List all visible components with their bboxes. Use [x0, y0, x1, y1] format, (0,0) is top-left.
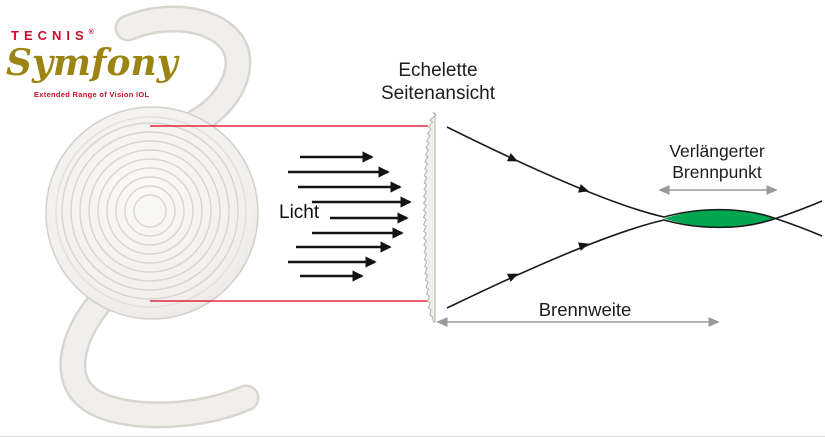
lens-haptic-top — [114, 5, 252, 136]
label-echelette-line1: Echelette — [398, 60, 478, 81]
tecnis-brand-text: TECNIS — [11, 28, 89, 43]
ray-arrowhead — [578, 184, 589, 193]
label-echelette-line2: Seitenansicht — [380, 83, 496, 104]
lens-haptic-bottom — [59, 284, 260, 429]
logo-tagline: Extended Range of Vision IOL — [34, 90, 150, 99]
label-focal-length: Brennweite — [538, 299, 632, 320]
focus-region — [664, 209, 774, 228]
ray-arrowhead — [506, 273, 518, 282]
label-echelette: Echelette Seitenansicht — [350, 59, 526, 105]
registered-mark: ® — [88, 29, 94, 36]
symfony-wordmark: Symfony — [6, 42, 178, 84]
ray-arrowhead — [506, 153, 518, 162]
label-extended-focus-line2: Brennpunkt — [672, 162, 762, 182]
label-extended-focus: Verlängerter Brennpunkt — [646, 141, 788, 183]
ray-arrowheads — [506, 153, 589, 282]
lens-rings — [61, 122, 239, 300]
ray-bottom — [446, 200, 823, 309]
lens-optic — [45, 106, 259, 320]
lens-illustration — [45, 5, 260, 429]
tecnis-wordmark: TECNIS® — [11, 28, 94, 43]
ray-arrowhead — [578, 242, 589, 251]
label-extended-focus-line1: Verlängerter — [669, 141, 765, 161]
label-light: Licht — [279, 202, 320, 223]
lens-optic-inner-edge — [55, 116, 247, 308]
light-arrows — [288, 151, 412, 282]
ray-top — [446, 126, 823, 237]
echelette-profile — [422, 112, 437, 323]
